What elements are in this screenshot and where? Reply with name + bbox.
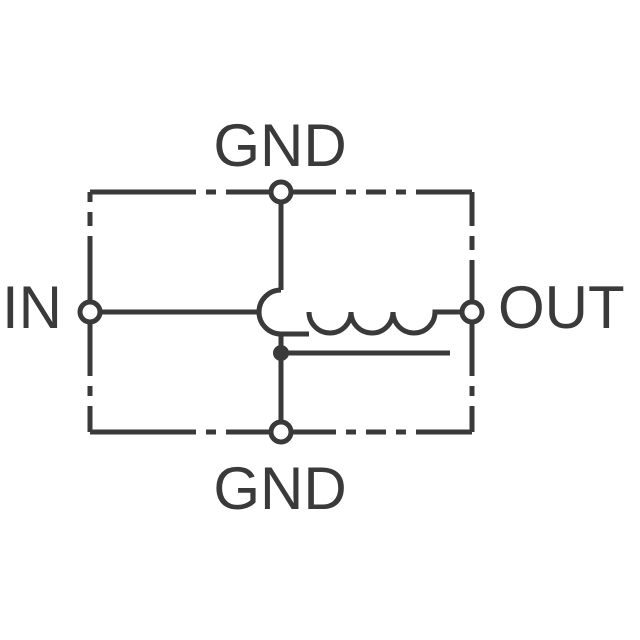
in-terminal [77,299,103,325]
gnd-bottom-terminal [268,419,294,445]
out-label: OUT [498,274,625,341]
gnd-top-label: GND [213,112,346,179]
gnd-bottom-label: GND [213,455,346,522]
out-terminal [459,299,485,325]
gnd-top-terminal [268,179,294,205]
junction-dot [273,345,289,361]
in-label: IN [2,274,62,341]
internal-wiring [90,192,472,432]
